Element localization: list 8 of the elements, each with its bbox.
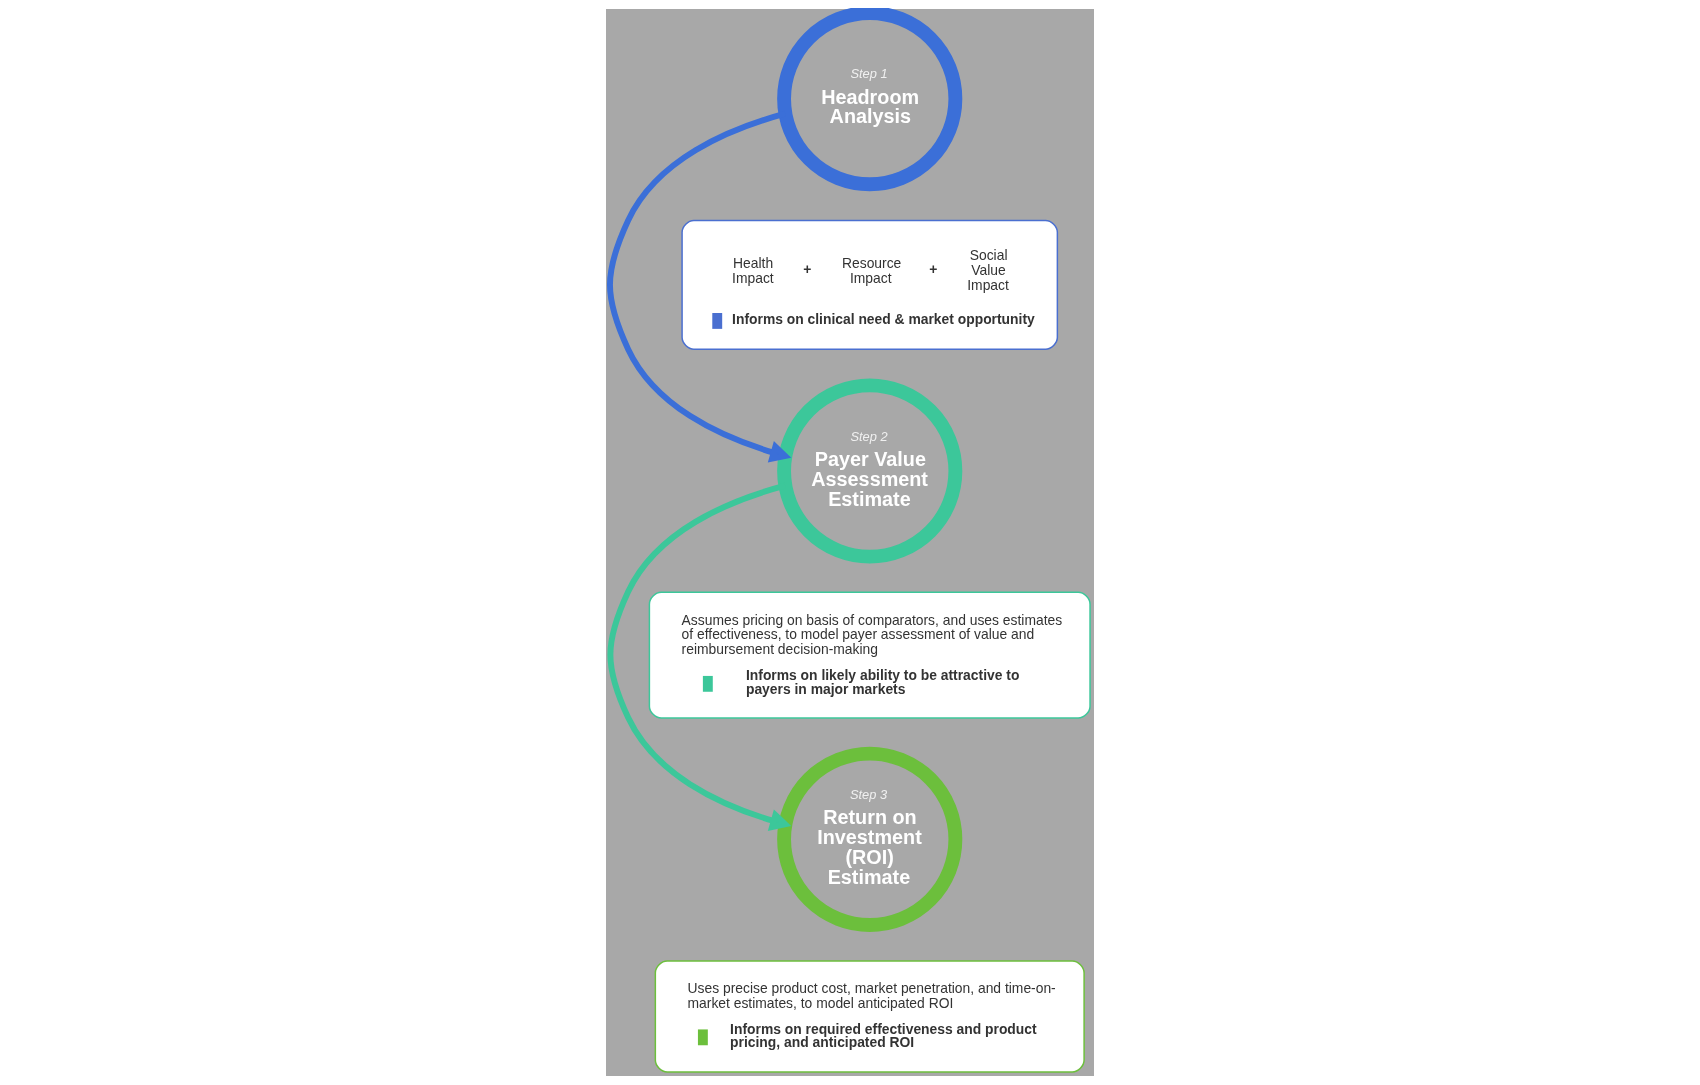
node-circle: Step 3 Return on Investment (ROI) Estimate bbox=[777, 746, 963, 932]
node-circle: Step 2 Payer Value Assessment Estimate bbox=[777, 378, 963, 564]
arrow bbox=[607, 482, 792, 831]
arrow bbox=[607, 110, 792, 463]
node-box: Health Impact + Resource Impact + Social Value Impact Informs on clinical need & market opportunity bbox=[681, 219, 1059, 350]
node-box: Assumes pricing on basis of comparators, and uses estimates of effectiveness, to model payer assessment of value and reimbursement decision-making Informs on likely ability to be attractive to payers in major markets bbox=[648, 591, 1091, 719]
node-circle: Step 1 Headroom Analysis bbox=[777, 8, 963, 192]
node-box: Uses precise product cost, market penetration, and time-on-market estimates, to model anticipated ROI Informs on required effectiveness and product pricing, and anticipated ROI bbox=[654, 960, 1085, 1073]
